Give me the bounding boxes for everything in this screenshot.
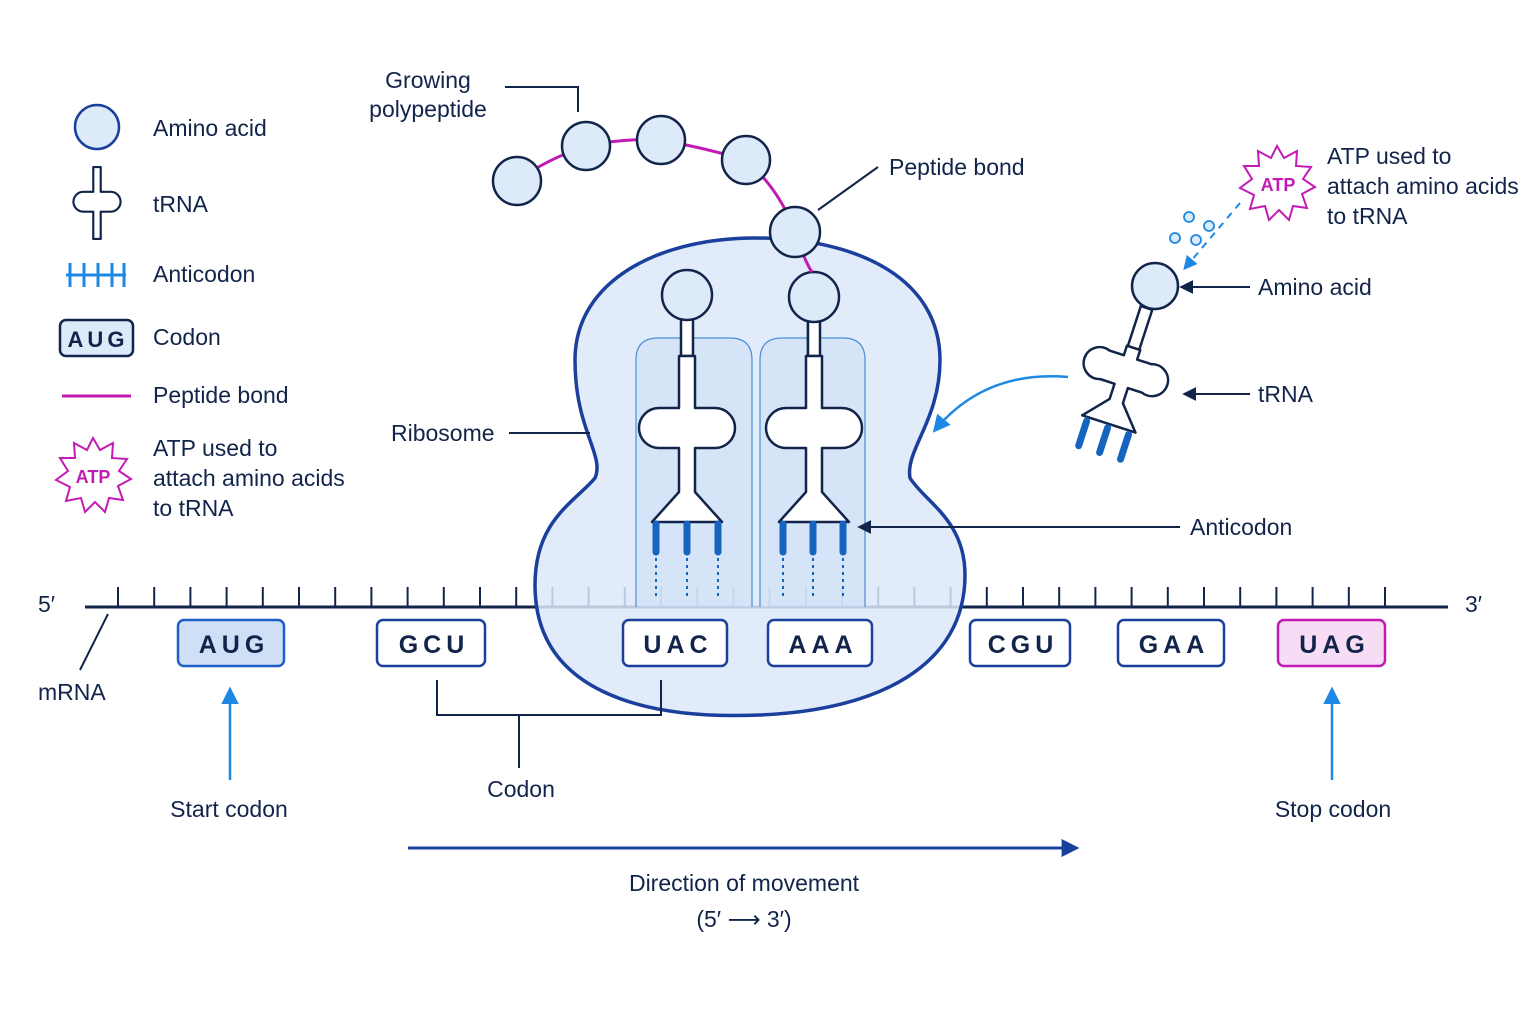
amino-acid-right bbox=[787, 270, 841, 324]
legend-atp-badge: ATP bbox=[76, 467, 111, 487]
codon-label: Codon bbox=[487, 776, 555, 802]
ribosome-label: Ribosome bbox=[391, 420, 495, 446]
direction-label-line1: Direction of movement bbox=[629, 870, 860, 896]
codon-normal-gcu: GCU bbox=[375, 618, 487, 668]
incoming-trna bbox=[1075, 261, 1180, 463]
trna-right bbox=[764, 270, 864, 600]
mrna-pointer bbox=[79, 613, 109, 671]
codon-normal-gaa: GAA bbox=[1116, 618, 1226, 668]
legend-peptide-bond-label: Peptide bond bbox=[153, 382, 289, 408]
atp-burst-icon bbox=[1238, 143, 1317, 222]
codon-normal-uac: UAC bbox=[621, 618, 729, 668]
amino-acid-left bbox=[660, 268, 714, 322]
legend-atp-line1: ATP used to bbox=[153, 435, 277, 461]
peptide-bond-pointer bbox=[817, 166, 879, 211]
codon-box bbox=[1116, 618, 1226, 668]
codon-text: GAA bbox=[1139, 631, 1210, 659]
codon-text: UAC bbox=[643, 631, 712, 659]
legend: Amino acid tRNA Anticodon AUG Codon Pept… bbox=[54, 103, 345, 521]
codon-row: AUG GCU UAC AAA CGU GAA UAG bbox=[176, 618, 1387, 668]
three-prime-label: 3′ bbox=[1465, 591, 1482, 617]
legend-codon-sample: AUG bbox=[68, 327, 129, 352]
entry-arrow bbox=[932, 375, 1069, 433]
growing-polypeptide-label-line2: polypeptide bbox=[369, 96, 487, 122]
trna-icon bbox=[72, 165, 122, 241]
codon-text: AUG bbox=[199, 631, 270, 659]
mrna-label: mRNA bbox=[38, 679, 106, 705]
anticodon-right bbox=[779, 520, 847, 556]
polypeptide-amino-acid bbox=[491, 155, 543, 207]
atp-dashed-arrow bbox=[1183, 202, 1241, 271]
codon-bracket bbox=[436, 680, 662, 716]
codon-normal-aaa: AAA bbox=[766, 618, 874, 668]
legend-atp-line2: attach amino acids bbox=[153, 465, 345, 491]
polypeptide-amino-acid bbox=[635, 114, 687, 166]
atp-line3: to tRNA bbox=[1327, 203, 1408, 229]
atp-line2: attach amino acids bbox=[1327, 173, 1519, 199]
legend-atp-line3: to tRNA bbox=[153, 495, 234, 521]
growing-polypeptide bbox=[491, 114, 822, 273]
codon-text: AAA bbox=[788, 631, 857, 659]
legend-codon-label: Codon bbox=[153, 324, 221, 350]
growing-polypeptide-pointer bbox=[505, 86, 579, 112]
anticodon-icon bbox=[66, 263, 126, 287]
codon-normal-cgu: CGU bbox=[968, 618, 1072, 668]
anticodon-label: Anticodon bbox=[1190, 514, 1292, 540]
five-prime-label: 5′ bbox=[38, 591, 55, 617]
polypeptide-amino-acid bbox=[720, 134, 772, 186]
amino-acid-label: Amino acid bbox=[1258, 274, 1372, 300]
codon-box bbox=[1276, 618, 1387, 668]
anticodon-left bbox=[652, 520, 722, 556]
codon-box bbox=[375, 618, 487, 668]
codon-text: CGU bbox=[988, 631, 1059, 659]
codon-box bbox=[968, 618, 1072, 668]
amino-acid-icon bbox=[73, 103, 121, 151]
codon-box bbox=[176, 618, 286, 668]
atp-burst-icon bbox=[54, 435, 133, 514]
growing-polypeptide-label-line1: Growing bbox=[385, 67, 471, 93]
atp-line1: ATP used to bbox=[1327, 143, 1451, 169]
atp-badge: ATP bbox=[1261, 175, 1296, 195]
codon-box bbox=[621, 618, 729, 668]
start-codon-label: Start codon bbox=[170, 796, 288, 822]
codon-text: UAG bbox=[1299, 631, 1370, 659]
legend-anticodon-label: Anticodon bbox=[153, 261, 255, 287]
trna-left bbox=[637, 268, 737, 600]
legend-amino-acid-label: Amino acid bbox=[153, 115, 267, 141]
energy-particles bbox=[1169, 211, 1215, 246]
direction-label-line2: (5′ ⟶ 3′) bbox=[696, 906, 791, 932]
codon-start-aug: AUG bbox=[176, 618, 286, 668]
polypeptide-amino-acid bbox=[768, 205, 822, 259]
trna-label: tRNA bbox=[1258, 381, 1314, 407]
codon-box bbox=[766, 618, 874, 668]
polypeptide-amino-acid bbox=[560, 120, 612, 172]
peptide-bond-label: Peptide bond bbox=[889, 154, 1025, 180]
codon-stop-uag: UAG bbox=[1276, 618, 1387, 668]
legend-trna-label: tRNA bbox=[153, 191, 209, 217]
stop-codon-label: Stop codon bbox=[1275, 796, 1391, 822]
mrna-ticks bbox=[117, 587, 1386, 607]
incoming-amino-acid bbox=[1130, 261, 1180, 311]
codon-icon bbox=[58, 318, 135, 358]
codon-text: GCU bbox=[399, 631, 470, 659]
